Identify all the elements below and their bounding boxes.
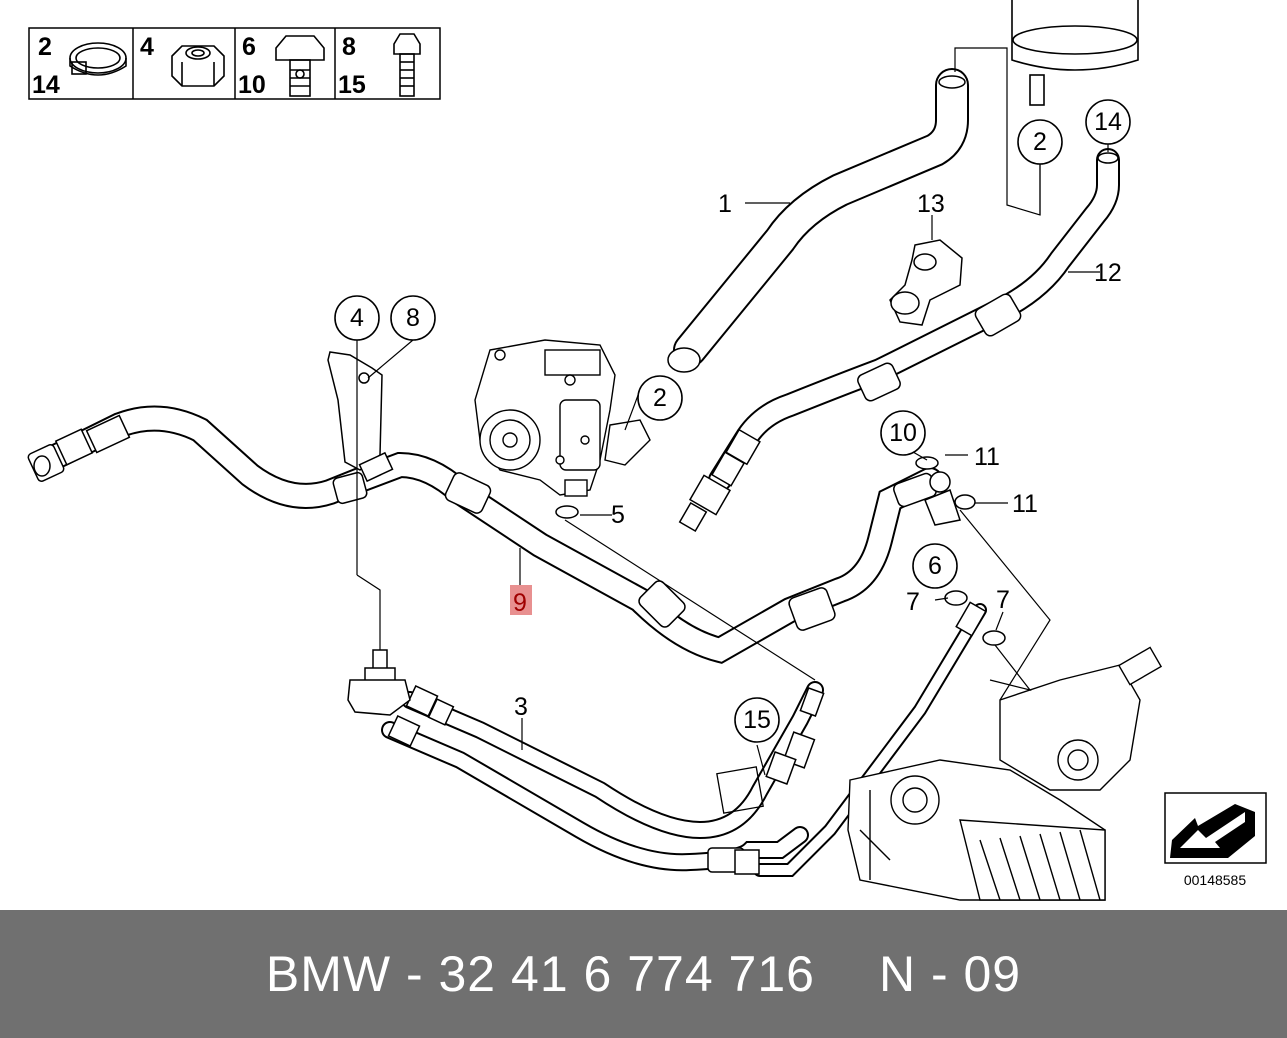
callout-4: 4 xyxy=(334,295,380,341)
svg-text:10: 10 xyxy=(889,419,917,447)
direction-indicator: 00148585 xyxy=(1164,792,1267,888)
part-labels: 1 13 12 5 11 11 7 7 3 9 xyxy=(510,190,1122,721)
return-hose-12 xyxy=(678,148,1120,533)
seal-ring-5 xyxy=(555,505,579,519)
parts-diagram: 2 14 4 6 10 8 15 xyxy=(27,0,1267,901)
fluid-reservoir xyxy=(1011,0,1139,106)
hose-clip-13 xyxy=(889,239,963,326)
svg-text:8: 8 xyxy=(406,304,420,332)
svg-text:2: 2 xyxy=(1033,128,1047,156)
label-5: 5 xyxy=(611,501,625,529)
legend-cell-1-bottom: 14 xyxy=(32,71,60,99)
legend-box: 2 14 4 6 10 8 15 xyxy=(28,27,441,100)
label-1: 1 xyxy=(718,190,732,218)
label-13: 13 xyxy=(917,190,945,218)
label-9-highlight xyxy=(510,585,532,615)
part-number: BMW - 32 41 6 774 716 xyxy=(265,946,815,1002)
label-3: 3 xyxy=(514,693,528,721)
label-7-left: 7 xyxy=(906,588,920,616)
banjo-fittings xyxy=(915,456,1006,646)
hose-bracket xyxy=(327,351,394,483)
svg-text:6: 6 xyxy=(928,552,942,580)
hex-nut-icon xyxy=(171,45,225,87)
svg-text:14: 14 xyxy=(1094,108,1122,136)
legend-cell-1-top: 2 xyxy=(38,33,52,61)
suction-hose-1 xyxy=(667,68,969,373)
label-11-top: 11 xyxy=(974,443,1000,471)
leader-lines xyxy=(356,47,1109,776)
legend-cell-4-top: 8 xyxy=(342,33,356,61)
cooler-lines-3 xyxy=(381,601,987,877)
legend-cell-4-bottom: 15 xyxy=(338,71,366,99)
callout-2-top: 2 xyxy=(1017,119,1063,165)
catalog-number: 00148585 xyxy=(1184,872,1247,888)
legend-cell-3-bottom: 10 xyxy=(238,71,266,99)
label-11-bottom: 11 xyxy=(1012,490,1038,518)
legend-cell-3-top: 6 xyxy=(242,33,256,61)
label-12: 12 xyxy=(1094,259,1122,287)
svg-text:15: 15 xyxy=(743,706,771,734)
pressure-hose-9 xyxy=(27,405,951,664)
callout-14: 14 xyxy=(1085,99,1131,145)
variant-code: N - 09 xyxy=(878,946,1022,1002)
svg-text:4: 4 xyxy=(350,304,364,332)
footer-bar: BMW - 32 41 6 774 716 N - 09 xyxy=(0,910,1287,1038)
power-steering-pump xyxy=(474,339,651,497)
arrow-icon xyxy=(1170,804,1255,858)
valve-block xyxy=(347,649,411,716)
callout-15: 15 xyxy=(734,697,780,743)
banjo-bolt-icon xyxy=(275,35,325,97)
callout-2-pump: 2 xyxy=(637,375,683,421)
callout-10: 10 xyxy=(880,410,926,456)
hex-bolt-icon xyxy=(393,33,421,97)
label-9: 9 xyxy=(513,589,527,617)
callouts: 2 14 2 4 8 10 6 15 xyxy=(334,99,1131,743)
callout-6: 6 xyxy=(912,543,958,589)
svg-text:2: 2 xyxy=(653,384,667,412)
hose-clamp-icon xyxy=(69,42,127,76)
legend-cell-2-top: 4 xyxy=(140,33,154,61)
label-7-right: 7 xyxy=(996,586,1010,614)
callout-8: 8 xyxy=(390,295,436,341)
steering-rack xyxy=(847,646,1163,901)
